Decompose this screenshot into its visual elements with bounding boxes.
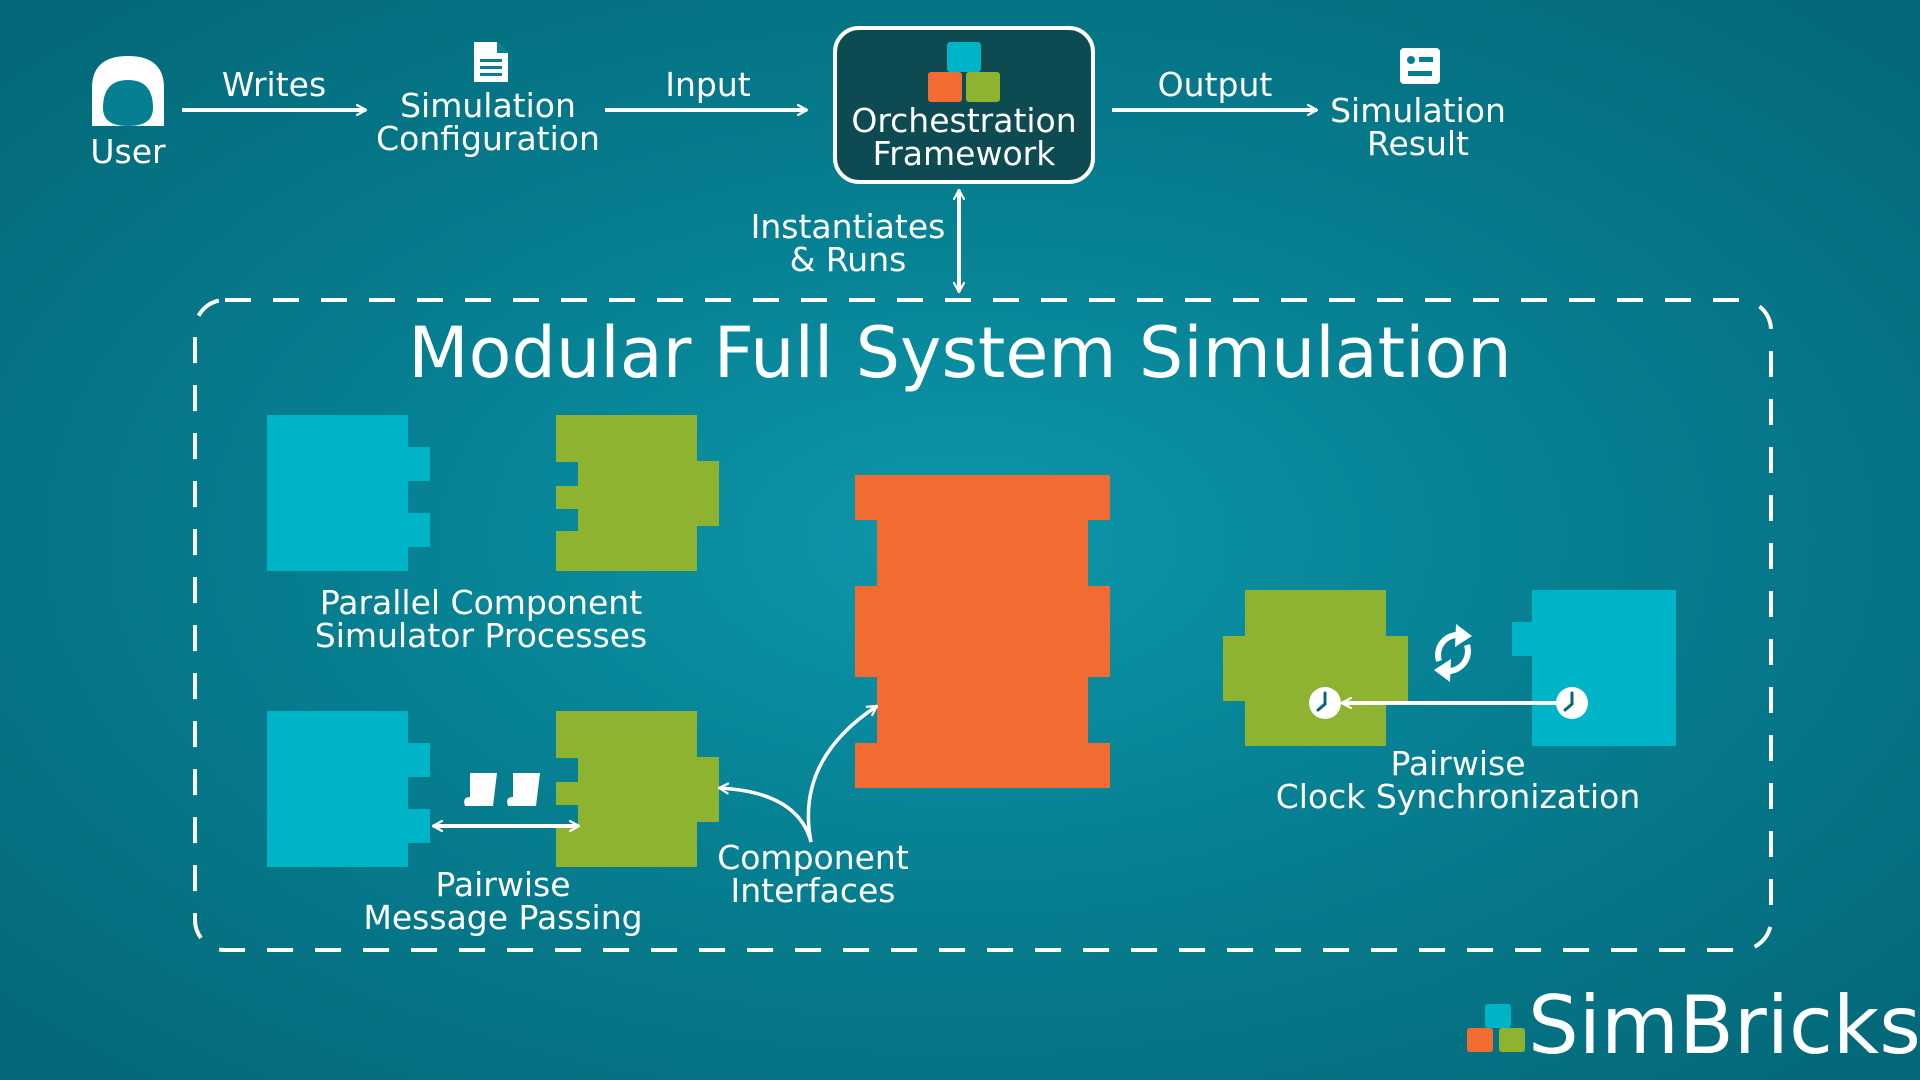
clock-label-line2: Clock Synchronization [1276, 777, 1640, 816]
cyan-component-brick [267, 415, 430, 571]
green-message-brick [556, 711, 719, 867]
green-component-brick [556, 415, 719, 571]
simulation-title: Modular Full System Simulation [408, 312, 1512, 394]
interface-label-line1: Component [717, 838, 909, 877]
interface-label-line2: Interfaces [731, 871, 896, 910]
cyan-clock-brick [1512, 590, 1676, 746]
writes-label: Writes [222, 65, 326, 104]
orchestration-label-line1: Orchestration [851, 101, 1076, 140]
bricks-icon [928, 42, 1000, 102]
bricks-icon [1467, 1004, 1525, 1052]
instantiates-label-line1: Instantiates [751, 207, 946, 246]
config-label-line1: Simulation [400, 86, 576, 125]
input-label: Input [665, 65, 751, 104]
config-label-line2: Configuration [376, 119, 600, 158]
clock-icon [1309, 687, 1341, 719]
user-icon [92, 56, 164, 126]
orchestration-label-line2: Framework [873, 134, 1057, 173]
document-icon [474, 42, 508, 82]
message-label-line2: Message Passing [363, 898, 642, 937]
result-label-line2: Result [1367, 124, 1469, 163]
sync-icon [1434, 624, 1472, 682]
output-label: Output [1158, 65, 1273, 104]
green-clock-brick [1223, 590, 1408, 746]
orange-component-brick [855, 475, 1110, 788]
user-label: User [90, 132, 166, 171]
parallel-label-line2: Simulator Processes [315, 616, 647, 655]
result-icon [1400, 48, 1440, 84]
interface-arrow-green [719, 788, 813, 843]
parallel-label-line1: Parallel Component [320, 583, 642, 622]
brand-logo: SimBricks [1528, 979, 1920, 1072]
message-label-line1: Pairwise [435, 865, 570, 904]
clock-label-line1: Pairwise [1390, 744, 1525, 783]
instantiates-label-line2: & Runs [790, 240, 907, 279]
interface-arrow-orange [806, 704, 877, 843]
cyan-message-brick [267, 711, 430, 867]
clock-icon [1556, 687, 1588, 719]
result-label-line1: Simulation [1330, 91, 1506, 130]
orchestration-framework-box [833, 26, 1095, 184]
message-scroll-icon [464, 773, 540, 806]
